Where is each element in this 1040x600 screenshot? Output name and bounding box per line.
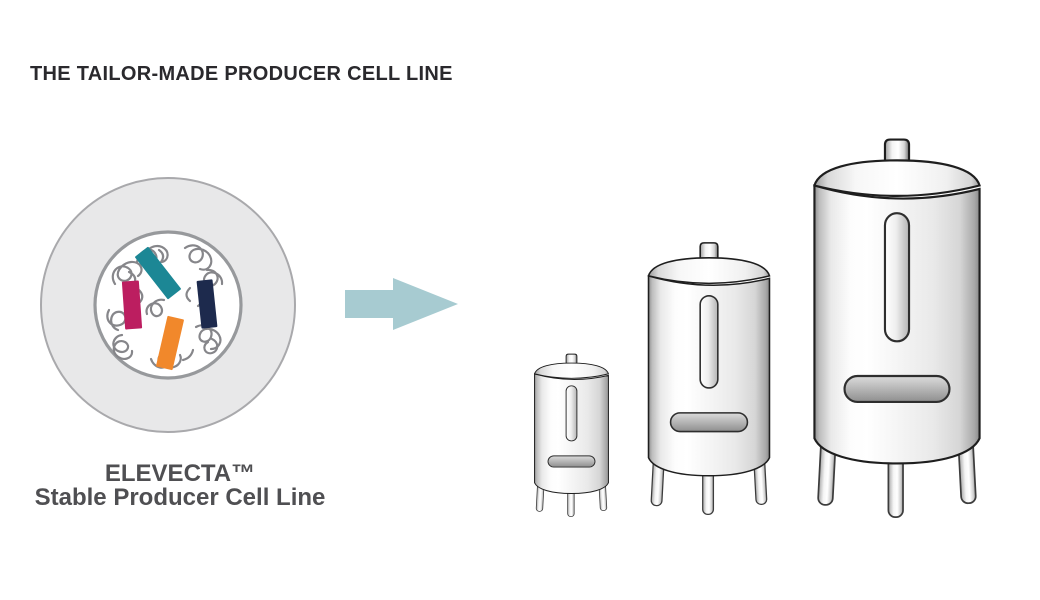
page-title: THE TAILOR-MADE PRODUCER CELL LINE [30, 63, 453, 85]
bioreactor-medium [647, 242, 771, 515]
cell-label-subtitle: Stable Producer Cell Line [34, 484, 326, 511]
right-arrow-icon [345, 278, 458, 330]
cell-label: ELEVECTA™ Stable Producer Cell Line [30, 462, 330, 510]
gene-cassette-teal [135, 246, 181, 300]
gene-cassette-orange [156, 315, 184, 371]
right-arrow-shape [345, 278, 458, 330]
gene-cassette-navy [196, 279, 218, 329]
gene-cassette-magenta [121, 280, 143, 330]
cell-label-brand: ELEVECTA™ [104, 460, 256, 487]
bioreactor-small [534, 353, 609, 517]
bioreactor-scale-group [510, 130, 1010, 530]
bioreactor-large [813, 138, 981, 518]
cell-diagram [40, 177, 296, 433]
